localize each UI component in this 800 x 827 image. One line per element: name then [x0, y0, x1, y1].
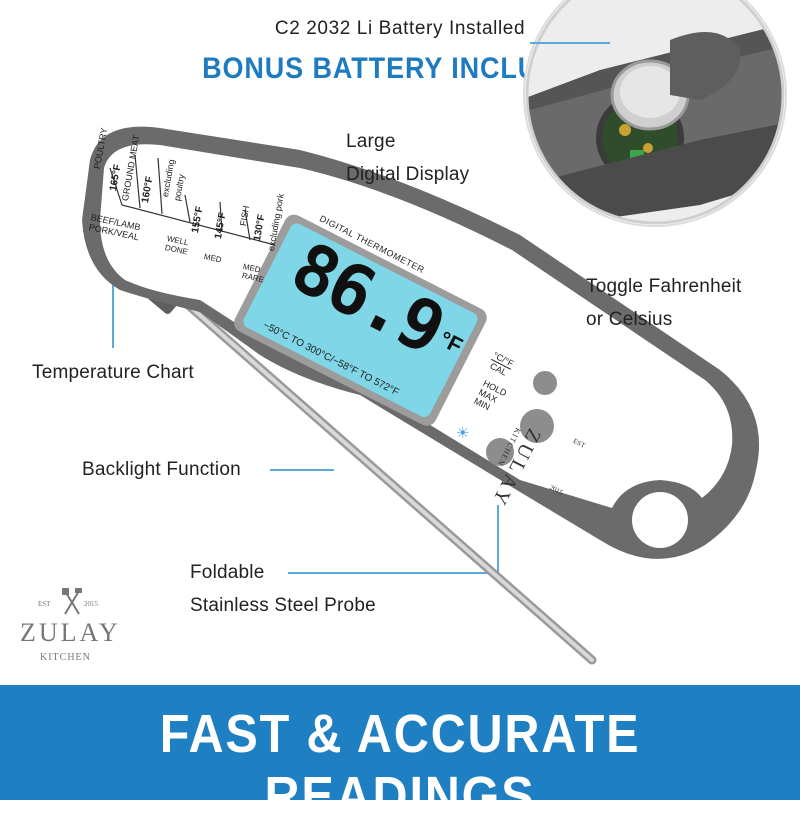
battery-inset-image — [523, 0, 787, 227]
backlight-callout-line — [270, 469, 334, 471]
toggle-callout-line1: Toggle Fahrenheit — [586, 276, 742, 297]
battery-installed-text: C2 2032 Li Battery Installed — [274, 18, 526, 39]
banner-text: FAST & ACCURATE READINGS — [159, 704, 641, 826]
probe-callout-line1: Foldable — [190, 562, 265, 583]
probe-callout-line-h — [288, 572, 498, 574]
probe-callout-line2: Stainless Steel Probe — [190, 595, 376, 616]
logo-kitchen: KITCHEN — [40, 652, 91, 663]
temp-chart-callout: Temperature Chart — [32, 362, 194, 383]
crossed-spatula-fork-icon — [62, 588, 82, 621]
display-callout-line1: Large — [346, 131, 396, 152]
temperature-chart-dividers — [109, 154, 276, 246]
logo-name: ZULAY — [20, 618, 121, 647]
lightbulb-icon: ☀ — [456, 425, 470, 442]
zulay-kitchen-logo: EST 2015 ZULAY KITCHEN — [18, 588, 122, 672]
lcd-unit: °F — [435, 326, 467, 359]
display-callout-line2: Digital Display — [346, 164, 470, 185]
probe-callout-line-v — [497, 505, 499, 574]
lcd-display — [234, 214, 487, 426]
backlight-callout: Backlight Function — [82, 459, 241, 480]
logo-est: EST — [38, 600, 51, 608]
buttons — [486, 371, 557, 466]
bottom-banner — [0, 685, 800, 800]
toggle-callout-line2: or Celsius — [586, 309, 673, 330]
thermometer-illustration — [82, 126, 760, 665]
battery-callout-line — [530, 42, 610, 44]
logo-year: 2015 — [84, 600, 98, 608]
